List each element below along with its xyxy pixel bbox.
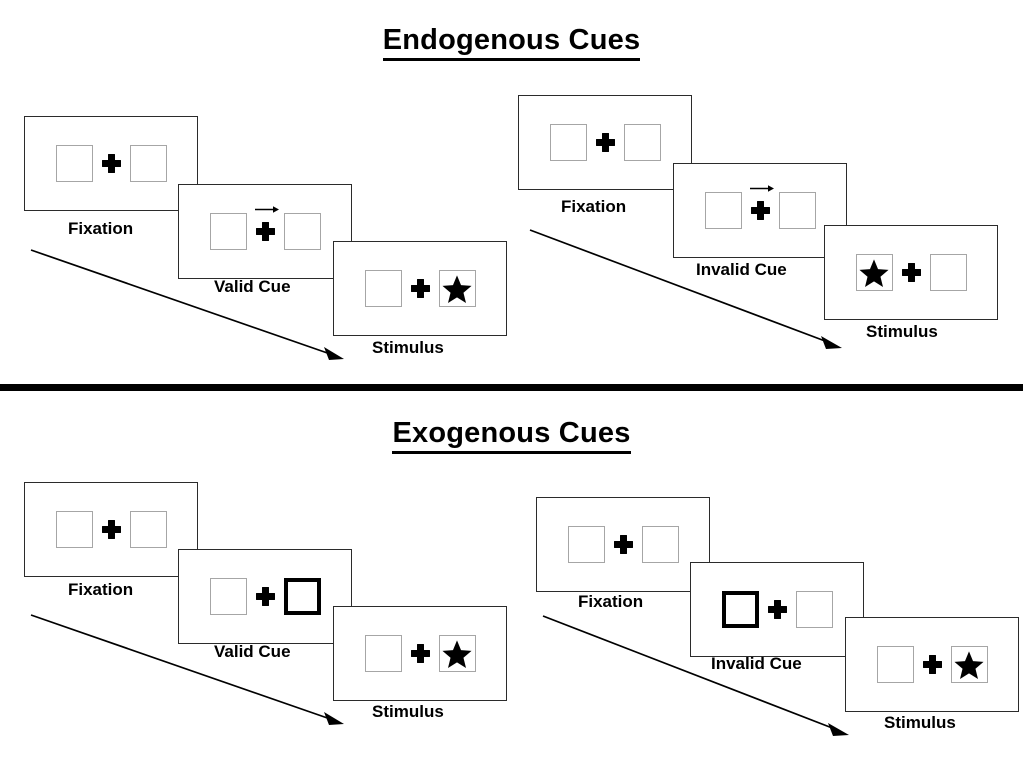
star-icon	[954, 650, 984, 679]
fixation-cross-icon	[750, 184, 774, 220]
section-title-text: Exogenous Cues	[392, 417, 631, 454]
frame-content	[674, 164, 846, 257]
time-arrow-exogenous-valid	[30, 614, 344, 725]
fixation-cross-icon	[901, 263, 921, 282]
frame-content	[691, 563, 863, 656]
right-box	[129, 145, 167, 182]
frame-content	[825, 226, 997, 319]
right-box	[929, 254, 967, 291]
frame-exogenous-valid-stimulus	[333, 606, 507, 701]
caption-exogenous-valid-fixation: Fixation	[68, 580, 134, 599]
left-box	[55, 145, 93, 182]
caption-endogenous-valid-cue: Valid Cue	[214, 277, 291, 296]
fixation-cross-icon	[595, 133, 615, 152]
fixation-cross-icon	[922, 655, 942, 674]
caption-exogenous-invalid-cue: Invalid Cue	[711, 654, 802, 673]
frame-exogenous-invalid-stimulus	[845, 617, 1019, 712]
frame-exogenous-invalid-cue	[690, 562, 864, 657]
frame-content	[334, 607, 506, 700]
fixation-cross-icon	[410, 279, 430, 298]
section-title-text: Endogenous Cues	[382, 24, 641, 61]
left-box	[855, 254, 893, 291]
right-box	[778, 192, 816, 229]
frame-exogenous-valid-fixation	[24, 482, 198, 577]
right-box	[795, 591, 833, 628]
section-divider	[0, 384, 1023, 391]
caption-endogenous-invalid-stimulus: Stimulus	[866, 322, 938, 341]
fixation-cross-icon	[410, 644, 430, 663]
left-box	[567, 526, 605, 563]
left-box	[209, 578, 247, 615]
right-box	[283, 213, 321, 250]
star-icon	[442, 274, 472, 303]
frame-endogenous-valid-cue	[178, 184, 352, 279]
right-box-cued	[283, 578, 321, 615]
caption-endogenous-valid-fixation: Fixation	[68, 219, 134, 238]
time-arrow-endogenous-invalid	[529, 229, 842, 349]
caption-exogenous-valid-cue: Valid Cue	[214, 642, 291, 661]
frame-endogenous-invalid-cue	[673, 163, 847, 258]
page-title-endogenous: Endogenous Cues	[0, 24, 1023, 61]
frame-content	[179, 185, 351, 278]
right-box	[129, 511, 167, 548]
fixation-cross-icon	[255, 205, 279, 241]
frame-content	[25, 117, 197, 210]
arrow-right-cue-icon	[750, 184, 774, 192]
left-box	[364, 635, 402, 672]
frame-endogenous-invalid-fixation	[518, 95, 692, 190]
left-box	[549, 124, 587, 161]
caption-endogenous-valid-stimulus: Stimulus	[372, 338, 444, 357]
caption-endogenous-invalid-fixation: Fixation	[561, 197, 627, 216]
left-box	[704, 192, 742, 229]
left-box	[364, 270, 402, 307]
frame-endogenous-invalid-stimulus	[824, 225, 998, 320]
fixation-cross-icon	[101, 154, 121, 173]
right-box	[641, 526, 679, 563]
left-box	[55, 511, 93, 548]
star-icon	[442, 639, 472, 668]
left-box-cued	[721, 591, 759, 628]
right-box	[950, 646, 988, 683]
arrow-right-cue-icon	[255, 205, 279, 213]
fixation-cross-icon	[613, 535, 633, 554]
frame-endogenous-valid-fixation	[24, 116, 198, 211]
time-arrow-endogenous-valid	[30, 249, 344, 360]
frame-content	[537, 498, 709, 591]
frame-endogenous-valid-stimulus	[333, 241, 507, 336]
right-box	[623, 124, 661, 161]
fixation-cross-icon	[767, 600, 787, 619]
fixation-cross-icon	[255, 587, 275, 606]
caption-exogenous-invalid-stimulus: Stimulus	[884, 713, 956, 732]
page-title-exogenous: Exogenous Cues	[0, 417, 1023, 454]
caption-exogenous-valid-stimulus: Stimulus	[372, 702, 444, 721]
frame-exogenous-valid-cue	[178, 549, 352, 644]
star-icon	[859, 258, 889, 287]
frame-content	[846, 618, 1018, 711]
frame-content	[519, 96, 691, 189]
frame-content	[25, 483, 197, 576]
frame-content	[334, 242, 506, 335]
fixation-cross-icon	[101, 520, 121, 539]
right-box	[438, 270, 476, 307]
frame-exogenous-invalid-fixation	[536, 497, 710, 592]
right-box	[438, 635, 476, 672]
left-box	[876, 646, 914, 683]
left-box	[209, 213, 247, 250]
caption-exogenous-invalid-fixation: Fixation	[578, 592, 644, 611]
frame-content	[179, 550, 351, 643]
time-arrow-exogenous-invalid	[542, 615, 849, 736]
caption-endogenous-invalid-cue: Invalid Cue	[696, 260, 787, 279]
